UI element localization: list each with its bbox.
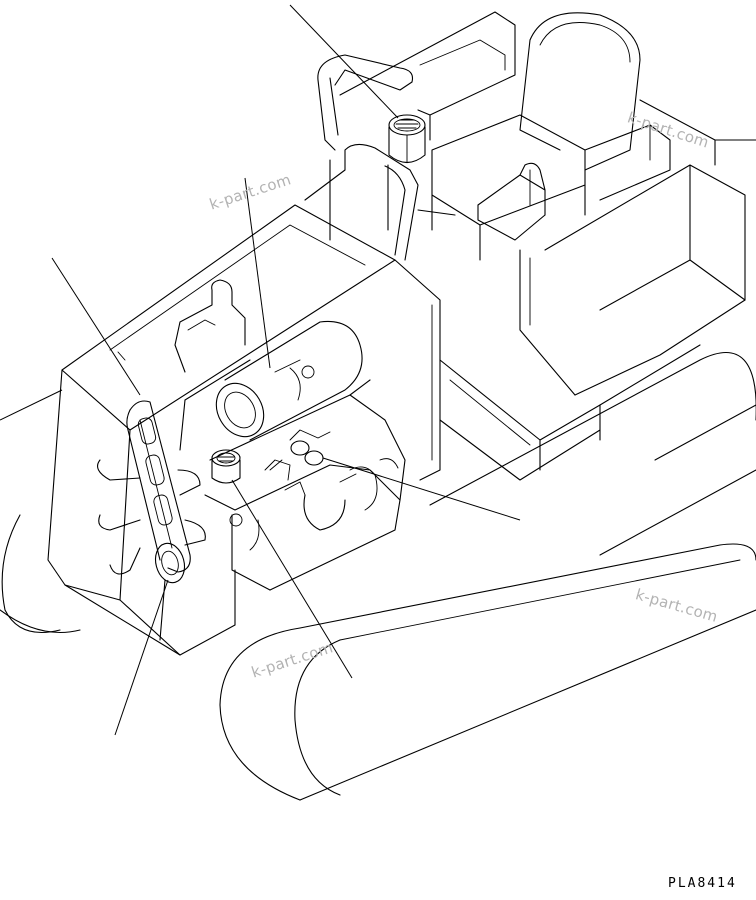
- handrail-frames: [304, 11, 516, 261]
- leader-line-injector: [322, 457, 521, 521]
- leader-line-pulley: [114, 579, 169, 736]
- engine-hood-body: [47, 204, 441, 656]
- front-crawler-track: [219, 543, 756, 801]
- rear-console: [519, 99, 756, 396]
- left-crawler-track: [0, 514, 81, 634]
- operator-platform: [439, 344, 701, 481]
- leader-line-radiator: [0, 389, 63, 421]
- leader-line-oil-filler: [231, 479, 353, 679]
- operator-seat: [431, 12, 671, 261]
- leader-lines: [0, 4, 521, 736]
- oil-filler-cap: [211, 449, 241, 484]
- fuel-filler-cap: [388, 114, 426, 164]
- figure-code-label: PLA8414: [668, 876, 737, 891]
- cooling-fan: [97, 400, 206, 584]
- engine-block: [174, 279, 406, 591]
- leader-line-air-cleaner: [244, 177, 271, 369]
- leader-line-fan-belt: [51, 257, 141, 396]
- leader-line-fuel-cap: [289, 4, 399, 119]
- control-lever: [477, 162, 546, 241]
- right-crawler-track: [429, 351, 756, 556]
